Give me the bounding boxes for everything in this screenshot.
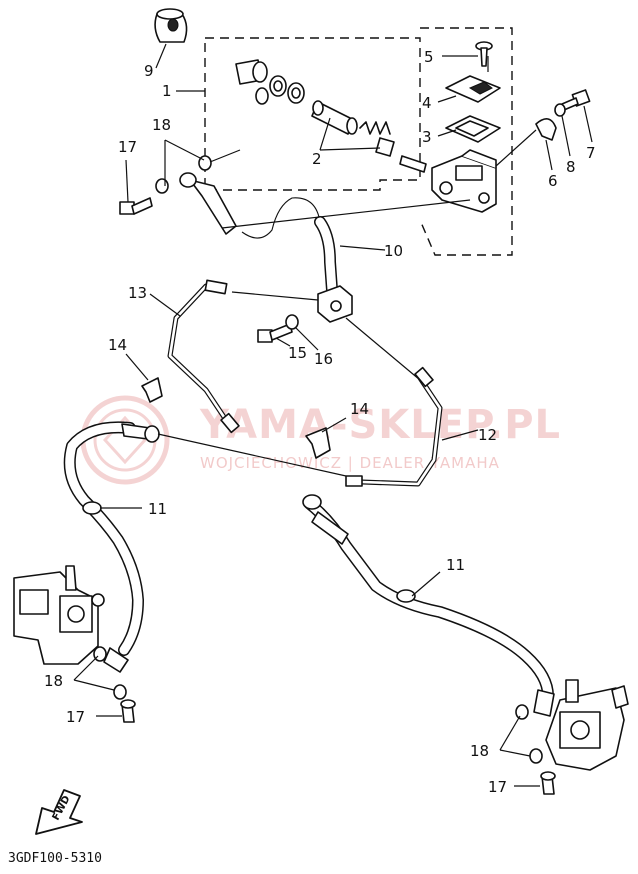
callout-13: 13 [128, 284, 147, 302]
brake-hose-11-left [63, 421, 160, 673]
callout-17-upper: 17 [118, 138, 137, 156]
watermark: YAMA-SKLEP.PL WOJCIECHOWICZ | DEALER YAM… [80, 395, 561, 485]
callout-15: 15 [288, 344, 307, 362]
spring-part [359, 121, 395, 157]
callout-6: 6 [548, 172, 558, 190]
callout-18-upper: 18 [152, 116, 171, 134]
crush-washers-18-left [93, 646, 127, 700]
master-cylinder-body [431, 149, 497, 213]
cap-screw-part [475, 41, 493, 67]
callout-12: 12 [478, 426, 497, 444]
brake-pipe-13 [167, 279, 240, 434]
brake-hose-11-right [302, 494, 555, 717]
callout-1: 1 [162, 82, 172, 100]
three-way-joint [317, 285, 353, 323]
callout-8: 8 [566, 158, 576, 176]
callout-18-left: 18 [44, 672, 63, 690]
callout-16: 16 [314, 350, 333, 368]
piston-rod-part [235, 59, 268, 85]
diagram-code: 3GDF100-5310 [8, 851, 102, 866]
pipe-clamp-14-left [141, 377, 163, 403]
callout-2: 2 [312, 150, 322, 168]
washer-part-16 [285, 314, 299, 330]
master-cylinder-assembly-box [419, 27, 513, 256]
callout-11-right: 11 [446, 556, 465, 574]
piston-part [311, 100, 358, 135]
callout-14-left: 14 [108, 336, 127, 354]
holder-clamp-part [535, 118, 557, 141]
callout-18-right: 18 [470, 742, 489, 760]
callout-9: 9 [144, 62, 154, 80]
boot-part [154, 8, 188, 43]
callout-17-left: 17 [66, 708, 85, 726]
union-bolt-17-right [540, 771, 556, 795]
callout-10: 10 [384, 242, 403, 260]
fwd-arrow-icon: FWD [35, 789, 83, 835]
union-bolt-17-left [120, 699, 136, 723]
union-bolt-17-upper [119, 197, 153, 215]
brake-caliper-left [13, 565, 105, 665]
bolt-part-15 [257, 323, 293, 343]
seal-rings [255, 75, 305, 105]
brake-hose-10 [179, 172, 338, 296]
callout-5: 5 [424, 48, 434, 66]
brake-pipe-12 [345, 366, 443, 487]
watermark-brand: YAMA-SKLEP.PL [199, 402, 561, 448]
reservoir-diaphragm-part [445, 115, 501, 143]
washer-part-8 [554, 103, 566, 117]
watermark-dealer: WOJCIECHOWICZ | DEALER YAMAHA [200, 454, 500, 472]
brake-caliper-right [545, 679, 629, 771]
pipe-clamp-14-right [305, 427, 331, 459]
callout-3: 3 [422, 128, 432, 146]
crush-washers-18-right [515, 704, 543, 764]
callout-7: 7 [586, 144, 596, 162]
callout-4: 4 [422, 94, 432, 112]
callout-11-left: 11 [148, 500, 167, 518]
union-bolt-fitting [399, 155, 427, 173]
reservoir-cap-part [445, 75, 501, 103]
callout-14-right: 14 [350, 400, 369, 418]
bolt-part-7 [561, 89, 591, 111]
master-cylinder-kit-box [204, 37, 421, 191]
callout-17-right: 17 [488, 778, 507, 796]
